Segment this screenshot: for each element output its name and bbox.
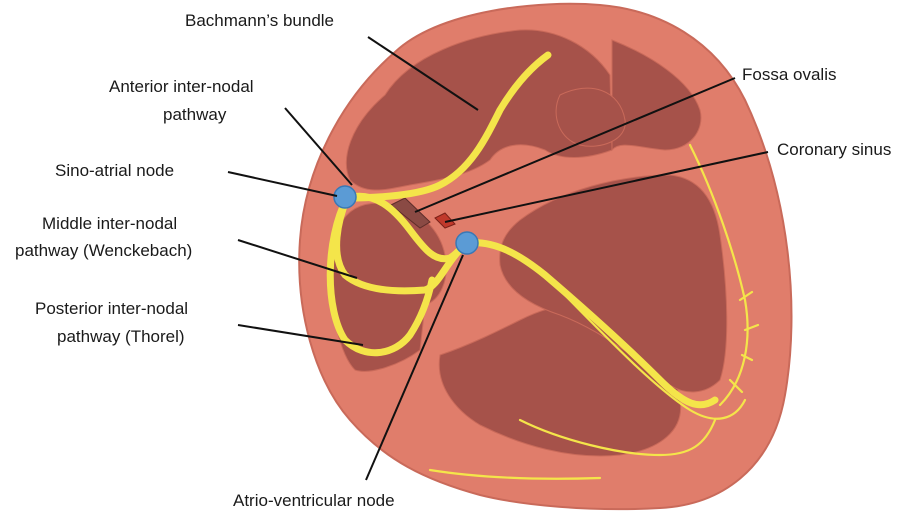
label-coronary-sinus: Coronary sinus: [777, 140, 891, 159]
label-atrio-ventricular-node: Atrio-ventricular node: [233, 491, 395, 510]
label-posterior-inter-nodal-line1: Posterior inter-nodal: [35, 299, 188, 318]
label-anterior-inter-nodal-line1: Anterior inter-nodal: [109, 77, 254, 96]
label-bachmanns-bundle: Bachmann’s bundle: [185, 11, 334, 30]
sino-atrial-node: [334, 186, 356, 208]
atrio-ventricular-node: [456, 232, 478, 254]
label-middle-inter-nodal-line1: Middle inter-nodal: [42, 214, 177, 233]
label-middle-inter-nodal-line2: pathway (Wenckebach): [15, 241, 192, 260]
label-sino-atrial-node: Sino-atrial node: [55, 161, 174, 180]
label-fossa-ovalis: Fossa ovalis: [742, 65, 836, 84]
label-anterior-inter-nodal-line2: pathway: [163, 105, 227, 124]
label-posterior-inter-nodal-line2: pathway (Thorel): [57, 327, 185, 346]
